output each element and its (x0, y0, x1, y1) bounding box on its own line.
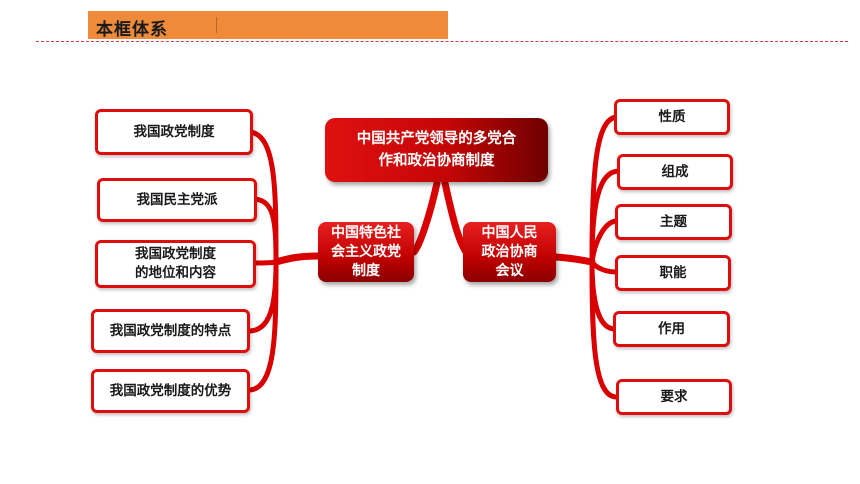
connector-left-3 (252, 259, 279, 266)
left-node-advantages: 我国政党制度的优势 (91, 369, 250, 413)
connector-right-3 (589, 218, 619, 265)
right-node-requirements: 要求 (616, 379, 732, 415)
right-node-theme: 主题 (615, 204, 732, 240)
left-node-democratic-parties: 我国民主党派 (97, 178, 257, 222)
right-hub-line-3: 会议 (495, 262, 524, 279)
left-hub-node: 中国特色社 会主义政党 制度 (318, 222, 414, 282)
right-node-label: 职能 (659, 264, 687, 281)
section-header-bar: 本框体系 (88, 11, 448, 40)
text-caret (216, 17, 217, 33)
left-node-label: 我国政党制度 (135, 246, 216, 262)
left-hub-line-3: 制度 (352, 262, 380, 279)
left-hub-line-1: 中国特色社 (331, 224, 401, 241)
right-node-functions: 职能 (615, 255, 731, 291)
right-node-label: 组成 (661, 163, 689, 180)
connector-right-6 (589, 259, 619, 400)
left-node-party-system: 我国政党制度 (95, 109, 253, 155)
connector-right-4 (589, 259, 619, 275)
right-node-label: 要求 (660, 388, 688, 405)
section-title: 本框体系 (96, 20, 168, 40)
left-node-status-content: 我国政党制度 的地位和内容 (95, 240, 256, 288)
connector-left-hub (272, 252, 322, 266)
left-node-label: 我国政党制度的特点 (109, 322, 232, 339)
right-node-nature: 性质 (614, 99, 730, 135)
left-node-label: 我国政党制度的优势 (109, 382, 232, 399)
right-node-label: 性质 (658, 108, 686, 125)
right-hub-node: 中国人民 政治协商 会议 (463, 222, 556, 282)
connector-left-2 (251, 196, 279, 265)
connector-right-hub (552, 253, 596, 266)
left-node-label: 我国政党制度 (133, 123, 215, 140)
right-node-label: 主题 (660, 213, 687, 230)
connector-root-left (410, 179, 441, 256)
left-hub-line-2: 会主义政党 (331, 243, 401, 260)
right-hub-line-1: 中国人民 (481, 224, 538, 241)
root-line-1: 中国共产党领导的多党合 (356, 131, 517, 147)
left-node-label-2: 的地位和内容 (135, 265, 216, 281)
right-node-role: 作用 (613, 311, 730, 347)
right-node-composition: 组成 (617, 154, 733, 190)
root-node: 中国共产党领导的多党合 作和政治协商制度 (325, 118, 548, 182)
connector-right-2 (589, 168, 621, 265)
root-line-2: 作和政治协商制度 (378, 153, 495, 169)
left-node-label: 我国民主党派 (136, 191, 218, 208)
connector-left-5 (247, 259, 279, 393)
dashed-divider (36, 41, 848, 42)
left-node-features: 我国政党制度的特点 (91, 309, 250, 353)
right-hub-line-2: 政治协商 (481, 243, 538, 260)
right-node-label: 作用 (658, 320, 685, 337)
